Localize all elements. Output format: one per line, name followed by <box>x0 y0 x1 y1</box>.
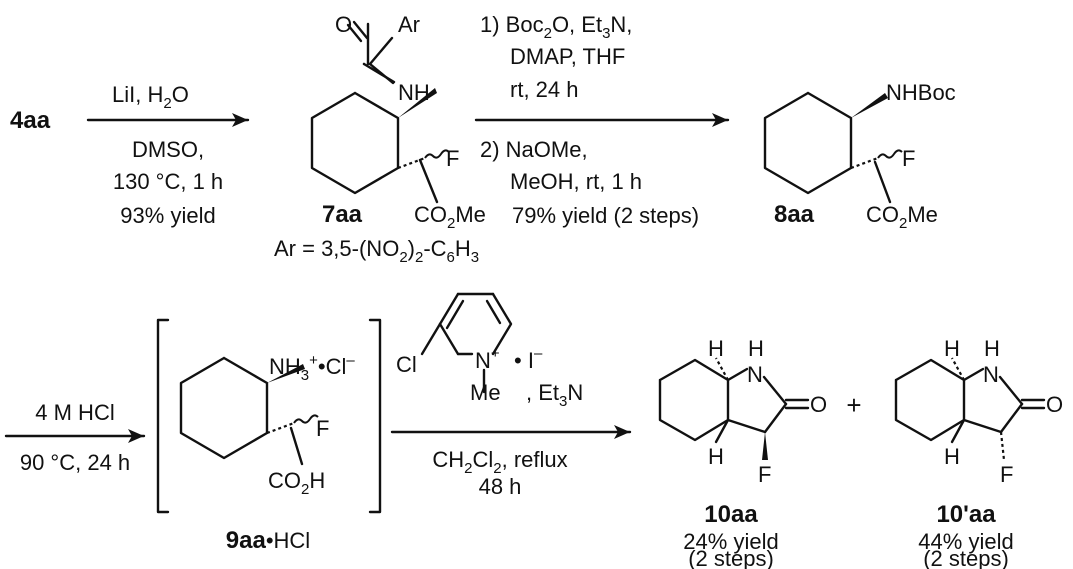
compound-10paa-structure <box>894 357 1046 461</box>
atom-H-top-10paa: H <box>944 336 960 361</box>
step1-arrowhead <box>232 113 248 127</box>
atom-O-10paa: O <box>1046 392 1063 417</box>
atom-F-7aa: F <box>446 146 459 171</box>
atom-NH-7aa: NH <box>398 80 430 105</box>
compound-10aa-label: 10aa <box>704 501 758 528</box>
group-NH3Cl-9aa: NH3+•Cl– <box>269 352 355 384</box>
compound-10aa-yield: 24% yield <box>683 529 778 554</box>
step2-line4: 2) NaOMe, <box>480 137 588 162</box>
atom-Me-reagent: Me <box>470 380 501 405</box>
plus-sign: + <box>846 390 861 420</box>
bracket-9aa <box>156 318 382 514</box>
step2-line2: DMAP, THF <box>510 44 625 69</box>
atom-N-10aa: N <box>747 362 763 387</box>
atom-Cl-reagent: Cl <box>396 352 417 377</box>
compound-10paa-yield: 44% yield <box>918 529 1013 554</box>
step4-arrowhead <box>614 425 630 439</box>
atom-N-reagent: N+ <box>475 345 500 373</box>
compound-9aa-label: 9aa•HCl <box>226 527 310 554</box>
step2-line1: 1) Boc2O, Et3N, <box>480 12 632 42</box>
atom-O-10aa: O <box>810 392 827 417</box>
step4-condition-time: 48 h <box>479 474 522 499</box>
step1-condition-solvent: DMSO, <box>132 137 204 162</box>
atom-H-NH-10paa: H <box>984 336 1000 361</box>
compound-4aa-label: 4aa <box>10 107 51 134</box>
atom-F-10aa: F <box>758 462 771 487</box>
step3-arrowhead <box>128 429 144 443</box>
atom-Ar-7aa: Ar <box>398 12 420 37</box>
step2-arrowhead <box>712 113 728 127</box>
reagent-iodide: • I– <box>514 345 543 373</box>
step1-reagent-above: LiI, H2O <box>112 82 189 112</box>
step2-line3: rt, 24 h <box>510 77 578 102</box>
atom-O-7aa: O <box>335 12 352 37</box>
step3-condition: 90 °C, 24 h <box>20 450 130 475</box>
step1-yield: 93% yield <box>120 203 215 228</box>
atom-N-10paa: N <box>983 362 999 387</box>
step2-yield: 79% yield (2 steps) <box>512 203 699 228</box>
step2-line5: MeOH, rt, 1 h <box>510 169 642 194</box>
compound-10paa-steps: (2 steps) <box>923 546 1009 569</box>
compound-9aa-structure <box>179 356 319 466</box>
compound-7aa-label: 7aa <box>322 201 363 228</box>
atom-F-10paa: F <box>1000 462 1013 487</box>
atom-H-bottom-10paa: H <box>944 444 960 469</box>
group-CO2Me-7aa: CO2Me <box>414 202 486 232</box>
compound-8aa-label: 8aa <box>774 201 815 228</box>
atom-H-top-10aa: H <box>708 336 724 361</box>
group-NHBoc-8aa: NHBoc <box>886 80 956 105</box>
group-CO2Me-8aa: CO2Me <box>866 202 938 232</box>
compound-8aa-structure <box>763 91 903 204</box>
atom-H-bottom-10aa: H <box>708 444 724 469</box>
atom-H-NH-10aa: H <box>748 336 764 361</box>
compound-10aa-structure <box>658 357 810 460</box>
atom-F-9aa: F <box>316 416 329 441</box>
step3-reagent: 4 M HCl <box>35 400 114 425</box>
group-CO2H-9aa: CO2H <box>268 468 325 498</box>
reagent-Et3N: , Et3N <box>526 380 583 410</box>
step4-condition-solvent: CH2Cl2, reflux <box>432 447 567 477</box>
compound-10paa-label: 10'aa <box>936 501 996 528</box>
mukaiyama-reagent-structure <box>420 292 513 394</box>
compound-7aa-structure <box>310 20 450 204</box>
step1-condition-temp: 130 °C, 1 h <box>113 169 223 194</box>
compound-10aa-steps: (2 steps) <box>688 546 774 569</box>
ar-definition: Ar = 3,5-(NO2)2-C6H3 <box>274 236 479 266</box>
atom-F-8aa: F <box>902 146 915 171</box>
